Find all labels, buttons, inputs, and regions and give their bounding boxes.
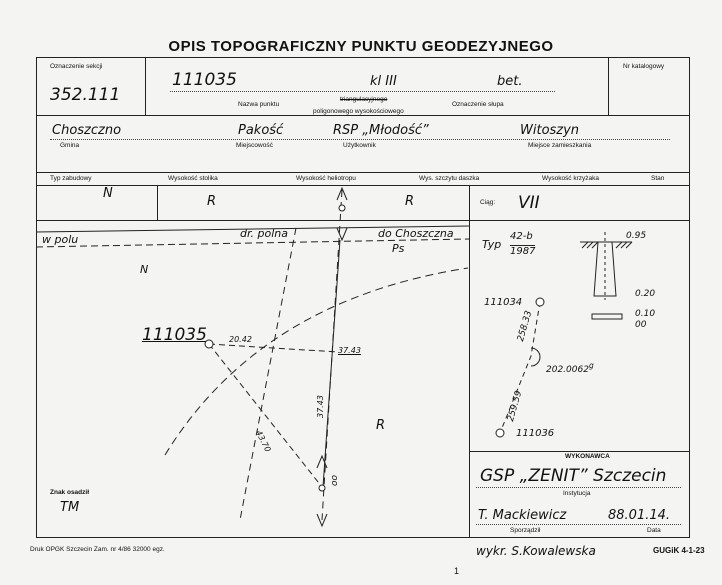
page-mark: 1 (454, 566, 460, 576)
angle-value: 202.0062g (546, 361, 594, 375)
table-height-value: R (207, 194, 217, 209)
point-marker (204, 339, 214, 349)
user-value: RSP „Młodość” (333, 123, 429, 138)
polygon-label: poligonowego wysokościowego (313, 108, 404, 115)
locality-value: Pakość (238, 123, 284, 138)
section-label: Oznaczenie sekcji (50, 63, 103, 70)
arrow-up (316, 454, 328, 469)
road-edge (35, 225, 470, 233)
sketch-point-label: 111035 (142, 325, 207, 345)
municipality-label: Gmina (60, 142, 80, 149)
post-marking-value: bet. (497, 74, 523, 89)
cross-height-label: Wysokość krzyżaka (542, 175, 600, 182)
residence-value: Witoszyn (520, 123, 580, 138)
arrow-down (336, 227, 348, 242)
arc-boundary (164, 267, 469, 456)
distance-2: 37.43 (338, 346, 361, 355)
footer-left: Druk OPGK Szczecin Zam. nr 4/86 32000 eg… (30, 546, 165, 553)
typ-value-2: 1987 (510, 245, 536, 257)
angle-arc (530, 347, 541, 367)
divider (36, 220, 690, 221)
dotted-line (476, 524, 681, 525)
depth-c: 00 (635, 320, 647, 330)
build-type-label: Typ zabudowy (50, 175, 92, 182)
road-mid-label: dr. polna (240, 227, 288, 240)
field-boundary (239, 227, 297, 521)
north-label: N (140, 263, 149, 276)
underground-plate (591, 313, 623, 320)
distance-1: 20.42 (229, 335, 252, 344)
state-label: Stan (651, 175, 665, 182)
contractor-value: GSP „ZENIT” Szczecin (480, 466, 667, 486)
user-label: Użytkownik (343, 142, 376, 149)
depth-a: 0.20 (635, 289, 656, 299)
sketch-r-label: R (376, 418, 386, 433)
class-value: kl III (370, 74, 397, 89)
depth-b: 0.10 (635, 309, 656, 319)
section-value: 352.111 (50, 85, 121, 105)
point-111034: 111034 (484, 297, 523, 308)
ps-label: Ps (392, 242, 405, 255)
stabilized-label: Znak osadził (50, 489, 90, 496)
institution-label: Instytucja (563, 490, 591, 497)
divider (36, 185, 690, 186)
measure-line (322, 239, 341, 488)
divider (469, 185, 470, 538)
road-right-label: do Choszczna (378, 227, 454, 240)
arrow-down (316, 513, 328, 528)
build-type-value: N (103, 186, 113, 201)
divider (157, 185, 158, 220)
locality-label: Miejscowość (236, 142, 273, 149)
post-marking-label: Oznaczenie słupa (452, 101, 504, 108)
ciag-label: Ciąg: (480, 199, 496, 206)
heliotrope-height-label: Wysokość heliotropu (296, 175, 356, 182)
hatch (581, 241, 633, 249)
measure-line (208, 343, 323, 488)
point-111036: 111036 (516, 428, 555, 439)
traverse-line (499, 301, 541, 434)
table-height-label: Wysokość stolika (168, 175, 218, 182)
catalog-label: Nr katalogowy (623, 63, 665, 70)
date-value: 88.01.14. (608, 508, 671, 523)
divider (36, 115, 690, 116)
form-frame (36, 57, 690, 538)
typ-value-1: 42-b (510, 231, 533, 242)
residence-label: Miejsce zamieszkania (528, 142, 592, 149)
dotted-line (50, 139, 670, 140)
footer-right: GUGiK 4-1-23 (653, 546, 705, 555)
point-marker (535, 297, 545, 307)
point-marker (338, 204, 346, 212)
point-marker (318, 484, 326, 492)
road-left-label: w polu (42, 233, 79, 246)
divider (608, 57, 609, 115)
document-title: OPIS TOPOGRAFICZNY PUNKTU GEODEZYJNEGO (168, 38, 554, 55)
point-marker (495, 428, 505, 438)
drawn-by: wykr. S.Kowalewska (476, 544, 596, 558)
date-label: Data (647, 527, 661, 534)
triangulation-label: triangulacyjnego (340, 96, 388, 103)
ciag-value: VII (518, 193, 540, 213)
divider (469, 451, 690, 452)
stabilized-value: TM (60, 500, 80, 515)
pillar (593, 241, 617, 297)
point-name-label: Nazwa punktu (238, 101, 280, 108)
dotted-line (170, 91, 555, 92)
point-name-value: 111035 (172, 70, 237, 90)
plate-top-height-label: Wys. szczytu daszka (419, 175, 480, 182)
plate-top-height-value: R (405, 194, 415, 209)
road-edge (35, 238, 470, 248)
dotted-line (476, 487, 681, 488)
depth-top: 0.95 (626, 231, 647, 241)
measure-line (208, 343, 339, 353)
contractor-label: WYKONAWCA (565, 453, 610, 460)
divider (36, 172, 690, 173)
arrow-up (336, 186, 348, 201)
prepared-label: Sporządził (510, 527, 541, 534)
divider (145, 57, 146, 115)
typ-label: Typ (482, 238, 502, 251)
municipality-value: Choszczno (52, 123, 122, 138)
prepared-by-value: T. Mackiewicz (478, 508, 567, 523)
